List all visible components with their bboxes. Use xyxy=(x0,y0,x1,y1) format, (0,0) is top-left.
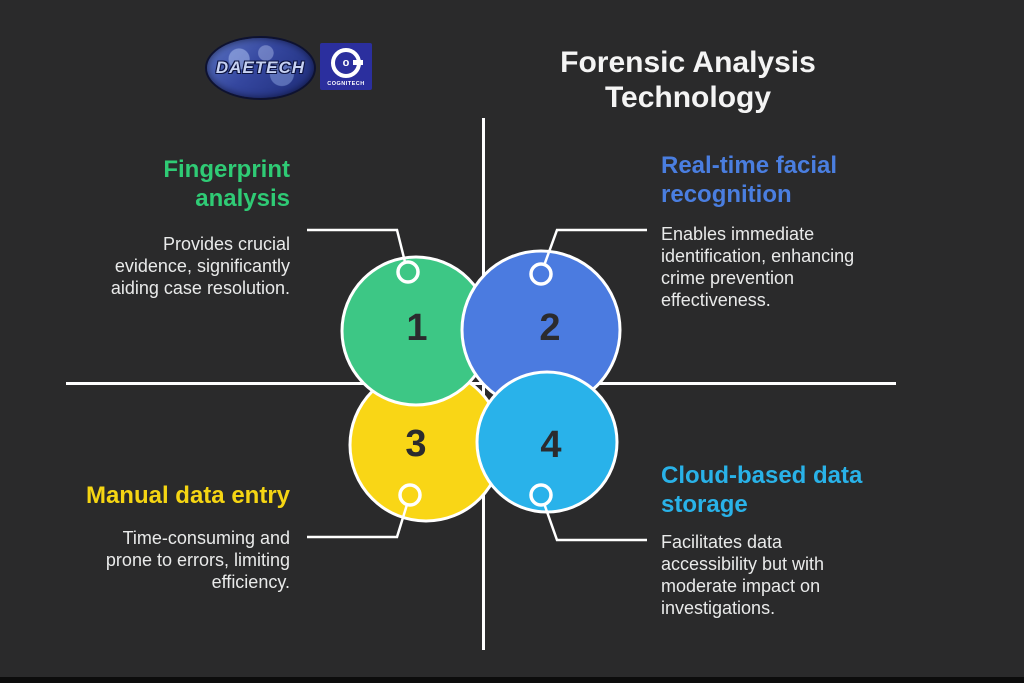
section-body: Time-consuming and prone to errors, limi… xyxy=(105,528,290,592)
connector-dot-facial xyxy=(529,262,553,286)
cognitech-logo-text: COGNITECH xyxy=(327,81,365,87)
cognitech-monogram-icon: o xyxy=(331,48,363,78)
page-title: Forensic Analysis Technology xyxy=(560,46,816,114)
circle-number-2: 2 xyxy=(539,307,560,349)
section-cloud-based-data-storage: Cloud-based data storage Facilitates dat… xyxy=(661,461,911,619)
section-body: Enables immediate identification, enhanc… xyxy=(661,224,855,310)
connector-line-facial xyxy=(543,228,647,266)
connector-dot-manual xyxy=(398,483,422,507)
connector-line-manual xyxy=(307,504,409,539)
section-fingerprint-analysis: Fingerprint analysis Provides crucial ev… xyxy=(30,155,290,299)
circle-number-1: 1 xyxy=(406,307,427,349)
section-heading: Real-time facial recognition xyxy=(661,152,838,208)
connector-line-fingerprint xyxy=(307,228,407,263)
connector-dot-fingerprint xyxy=(396,260,420,284)
circle-number-3: 3 xyxy=(405,423,426,465)
cognitech-monogram-bar xyxy=(353,60,363,65)
circle-number-4: 4 xyxy=(540,424,561,466)
cognitech-monogram-letter: o xyxy=(342,56,350,69)
section-manual-data-entry: Manual data entry Time-consuming and pro… xyxy=(10,481,290,593)
section-real-time-facial-recognition: Real-time facial recognition Enables imm… xyxy=(661,151,911,311)
cognitech-logo: o COGNITECH xyxy=(320,43,372,90)
section-body: Facilitates data accessibility but with … xyxy=(661,532,825,618)
connector-line-cloud xyxy=(543,503,647,542)
connector-dot-cloud xyxy=(529,483,553,507)
section-heading: Manual data entry xyxy=(85,482,290,509)
section-heading: Cloud-based data storage xyxy=(661,462,863,518)
section-body: Provides crucial evidence, significantly… xyxy=(110,234,290,298)
daetech-logo: DAETECH xyxy=(205,36,316,100)
section-heading: Fingerprint analysis xyxy=(163,156,290,212)
bottom-border-bar xyxy=(0,677,1024,683)
daetech-logo-text: DAETECH xyxy=(215,58,306,77)
